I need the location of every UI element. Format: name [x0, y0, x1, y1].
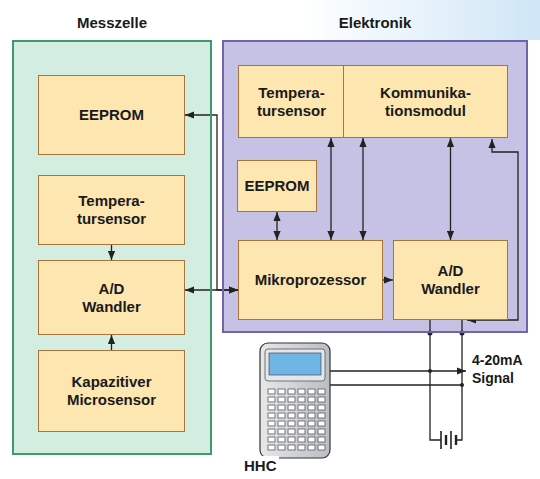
signal-connector — [111, 245, 112, 260]
component-box: EEPROM — [237, 160, 317, 212]
battery-symbol — [441, 431, 456, 449]
signal-connector — [383, 279, 393, 280]
signal-connector — [111, 335, 112, 350]
corner-gradient — [300, 0, 540, 40]
junction-dots — [428, 331, 465, 388]
signal-connector — [450, 138, 451, 240]
signal-connector — [362, 138, 363, 240]
handheld-communicator — [260, 343, 330, 458]
component-box: Mikroprozessor — [238, 240, 383, 320]
panel-heading: Elektronik — [224, 14, 526, 31]
box-label: EEPROM — [79, 106, 144, 124]
component-box: A/D Wandler — [38, 260, 185, 335]
component-box: Kommunika- tionsmodul — [343, 65, 508, 138]
panel-heading: Messzelle — [14, 14, 210, 31]
box-label: Mikroprozessor — [255, 271, 367, 289]
component-box: Tempera- tursensor — [38, 175, 185, 245]
signal-connector — [276, 212, 277, 240]
component-box: EEPROM — [38, 75, 185, 155]
signal-label: HHC — [242, 456, 279, 476]
box-label: Kommunika- tionsmodul — [368, 84, 483, 120]
module-panel: ElektronikTempera- tursensorKommunika- t… — [222, 40, 528, 333]
box-label: EEPROM — [244, 177, 309, 195]
box-label: Tempera- tursensor — [64, 192, 159, 228]
box-label: Tempera- tursensor — [244, 84, 339, 120]
signal-connector — [330, 138, 331, 240]
component-box: A/D Wandler — [393, 240, 508, 320]
signal-label: 4-20mA Signal — [470, 351, 538, 387]
loop-wires — [330, 320, 466, 440]
component-box: Tempera- tursensor — [238, 65, 345, 138]
box-label: Kapazitiver Microsensor — [62, 373, 162, 409]
module-panel: MesszelleEEPROMTempera- tursensorA/D Wan… — [12, 40, 212, 455]
box-label: A/D Wandler — [72, 280, 152, 316]
component-box: Kapazitiver Microsensor — [38, 350, 185, 432]
box-label: A/D Wandler — [411, 262, 491, 298]
